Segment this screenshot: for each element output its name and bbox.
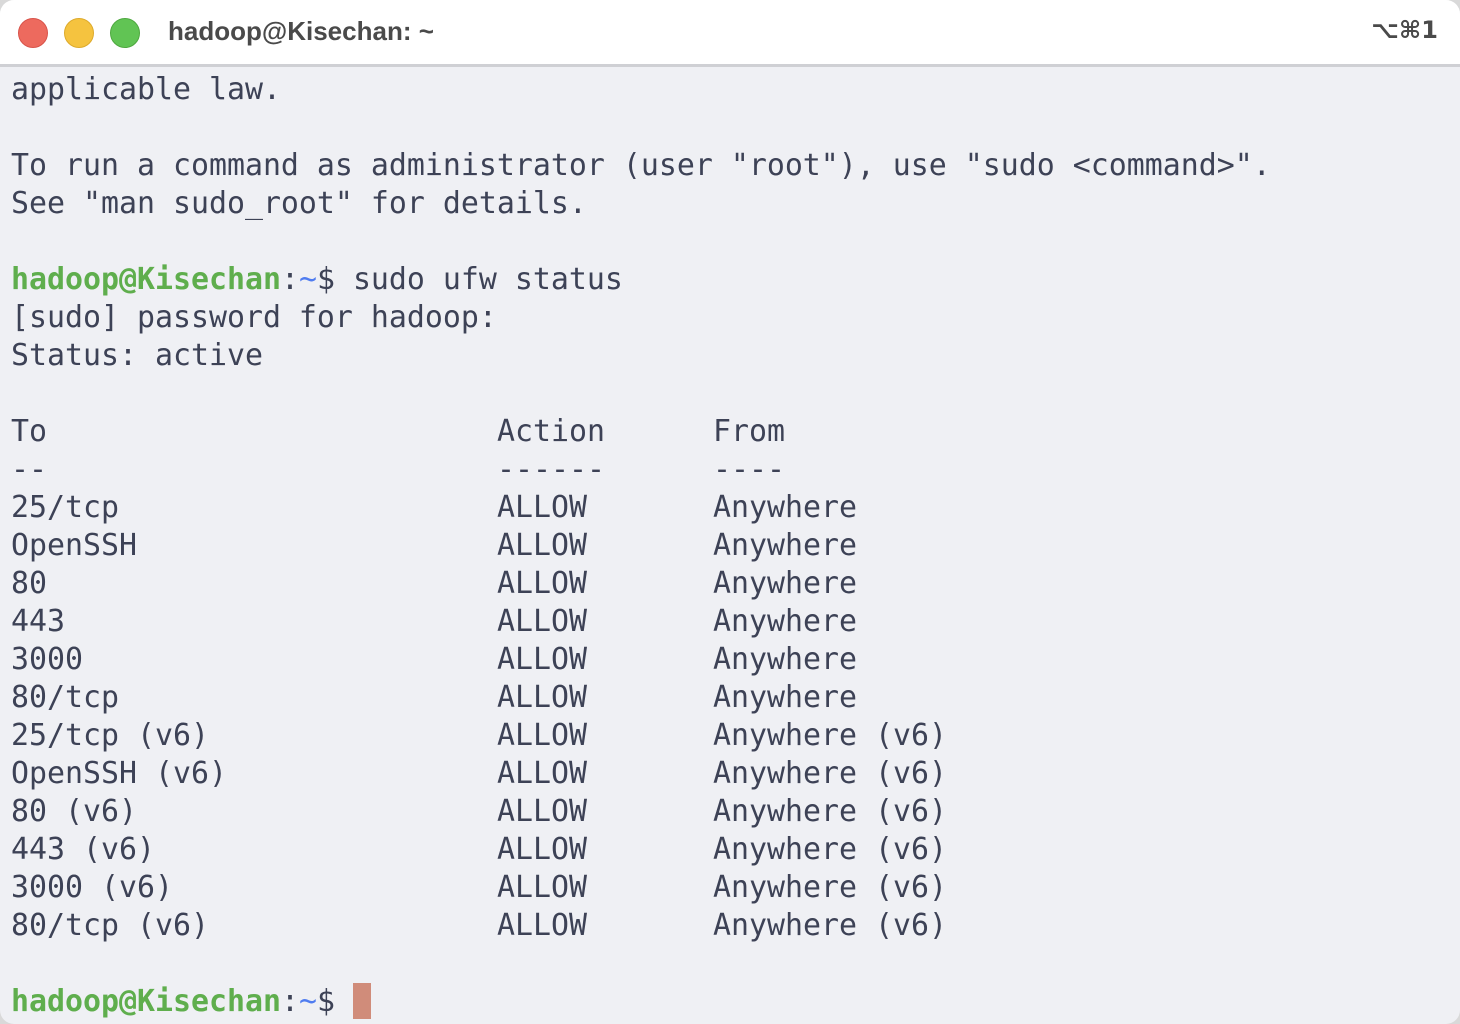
prompt-line: hadoop@Kisechan:~$ sudo ufw status <box>11 261 1460 299</box>
tab-shortcut: ⌥⌘1 <box>1371 16 1438 44</box>
table-cell: Anywhere (v6) <box>713 718 947 753</box>
zoom-button[interactable] <box>110 18 140 48</box>
table-cell: ALLOW <box>497 566 587 601</box>
prompt-user: hadoop@Kisechan <box>11 262 281 297</box>
table-cell: ALLOW <box>497 832 587 867</box>
table-cell: ALLOW <box>497 756 587 791</box>
output-line: applicable law. <box>11 72 281 107</box>
table-cell: From <box>713 414 785 449</box>
table-cell: To <box>11 414 47 449</box>
table-cell: Anywhere <box>713 566 857 601</box>
table-cell: ALLOW <box>497 490 587 525</box>
table-cell: ALLOW <box>497 794 587 829</box>
close-button[interactable] <box>18 18 48 48</box>
prompt-path: ~ <box>298 984 317 1019</box>
table-row: 25/tcp (v6) ALLOW Anywhere (v6) <box>11 717 1460 755</box>
table-cell: 443 <box>11 604 65 639</box>
table-cell: ALLOW <box>497 908 587 943</box>
table-cell: ALLOW <box>497 680 587 715</box>
table-cell: Action <box>497 414 605 449</box>
title-bar: hadoop@Kisechan: ~ ⌥⌘1 <box>0 0 1460 67</box>
output-line: To run a command as administrator (user … <box>11 148 1271 183</box>
table-cell: Anywhere (v6) <box>713 756 947 791</box>
table-cell: Anywhere (v6) <box>713 794 947 829</box>
table-cell: Anywhere <box>713 528 857 563</box>
table-cell: 80 (v6) <box>11 794 137 829</box>
table-cell: Anywhere <box>713 604 857 639</box>
prompt-line: hadoop@Kisechan:~$ <box>11 983 1460 1021</box>
table-row: 80/tcp ALLOW Anywhere <box>11 679 1460 717</box>
table-cell: ALLOW <box>497 642 587 677</box>
text-cursor <box>352 983 371 1019</box>
prompt-symbol: $ <box>316 984 335 1019</box>
table-row: 443 ALLOW Anywhere <box>11 603 1460 641</box>
table-cell: 3000 (v6) <box>11 870 173 905</box>
terminal-output[interactable]: applicable law. To run a command as admin… <box>11 71 1460 1021</box>
table-cell: 443 (v6) <box>11 832 155 867</box>
table-cell: 80/tcp <box>11 680 119 715</box>
output-line: [sudo] password for hadoop: <box>11 300 497 335</box>
prompt-separator: : <box>280 984 299 1019</box>
table-cell: OpenSSH <box>11 528 137 563</box>
output-line <box>11 223 1460 261</box>
table-cell: Anywhere <box>713 680 857 715</box>
output-line <box>11 375 1460 413</box>
table-cell: ALLOW <box>497 870 587 905</box>
blank-line <box>11 945 1460 983</box>
output-line: Status: active <box>11 338 263 373</box>
table-row: OpenSSH (v6) ALLOW Anywhere (v6) <box>11 755 1460 793</box>
prompt-user: hadoop@Kisechan <box>11 984 281 1019</box>
table-cell: 25/tcp (v6) <box>11 718 209 753</box>
prompt-symbol: $ <box>316 262 335 297</box>
table-row: OpenSSH ALLOW Anywhere <box>11 527 1460 565</box>
table-cell: Anywhere (v6) <box>713 870 947 905</box>
output-line: See "man sudo_root" for details. <box>11 186 587 221</box>
prompt-path: ~ <box>298 262 317 297</box>
table-header: To Action From <box>11 413 1460 451</box>
table-cell: Anywhere (v6) <box>713 832 947 867</box>
window-title: hadoop@Kisechan: ~ <box>168 16 434 46</box>
table-row: 80/tcp (v6) ALLOW Anywhere (v6) <box>11 907 1460 945</box>
table-row: 443 (v6) ALLOW Anywhere (v6) <box>11 831 1460 869</box>
table-cell: ------ <box>497 452 605 487</box>
prompt-separator: : <box>280 262 299 297</box>
table-cell: OpenSSH (v6) <box>11 756 227 791</box>
table-cell: ALLOW <box>497 718 587 753</box>
table-row: 25/tcp ALLOW Anywhere <box>11 489 1460 527</box>
table-cell: -- <box>11 452 47 487</box>
table-cell: Anywhere <box>713 490 857 525</box>
command-text: sudo ufw status <box>352 262 623 297</box>
table-cell: ALLOW <box>497 604 587 639</box>
table-underline: ------------ <box>11 451 1460 489</box>
table-cell: Anywhere (v6) <box>713 908 947 943</box>
table-row: 80 ALLOW Anywhere <box>11 565 1460 603</box>
table-cell: 80/tcp (v6) <box>11 908 209 943</box>
table-cell: ALLOW <box>497 528 587 563</box>
table-cell: ---- <box>713 452 785 487</box>
table-cell: Anywhere <box>713 642 857 677</box>
table-cell: 3000 <box>11 642 83 677</box>
output-line <box>11 109 1460 147</box>
table-cell: 25/tcp <box>11 490 119 525</box>
table-row: 3000 ALLOW Anywhere <box>11 641 1460 679</box>
table-cell: 80 <box>11 566 47 601</box>
table-row: 3000 (v6) ALLOW Anywhere (v6) <box>11 869 1460 907</box>
minimize-button[interactable] <box>64 18 94 48</box>
table-row: 80 (v6) ALLOW Anywhere (v6) <box>11 793 1460 831</box>
